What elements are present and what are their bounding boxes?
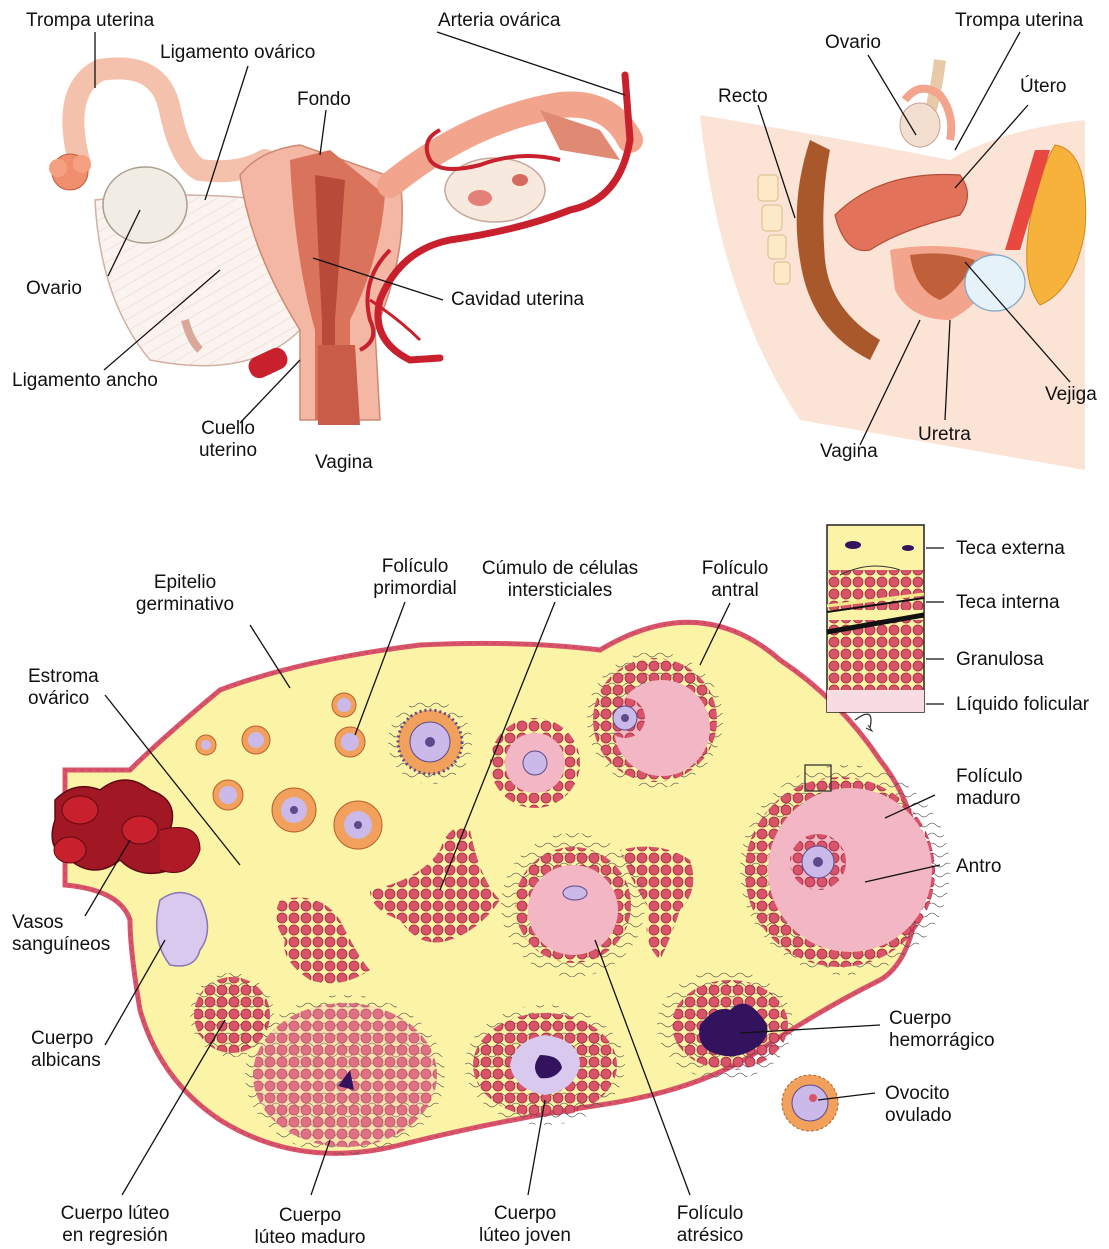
label-recto: Recto — [718, 86, 768, 108]
label-cl-regresion: Cuerpo lúteo en regresión — [40, 1203, 190, 1247]
label-vasos-sanguineos: Vasos sanguíneos — [12, 912, 110, 956]
label-epitelio-line2: germinativo — [130, 594, 240, 616]
label-cavidad-uterina: Cavidad uterina — [451, 289, 584, 311]
label-arteria-ovarica: Arteria ovárica — [438, 10, 561, 32]
label-regresion-line1: Cuerpo lúteo — [40, 1203, 190, 1225]
label-vagina-1: Vagina — [315, 452, 373, 474]
label-vasos-line1: Vasos — [12, 912, 110, 934]
label-cl-joven-line2: lúteo joven — [460, 1225, 590, 1247]
label-cumulo-line1: Cúmulo de células — [470, 558, 650, 580]
sagittal-illustration — [700, 60, 1086, 470]
label-cl-joven-line1: Cuerpo — [460, 1203, 590, 1225]
atretic-follicle — [501, 833, 645, 977]
label-atresico-line1: Folículo — [655, 1203, 765, 1225]
label-vasos-line2: sanguíneos — [12, 934, 110, 956]
label-ovario-1: Ovario — [26, 278, 82, 300]
label-liquido-folicular: Líquido folicular — [956, 694, 1089, 716]
label-estroma-ovarico: Estroma ovárico — [28, 666, 99, 710]
label-foliculo-atresico: Folículo atrésico — [655, 1203, 765, 1247]
label-maduro-line1: Folículo — [956, 766, 1023, 788]
label-hemorragico-line1: Cuerpo — [889, 1008, 995, 1030]
label-trompa-uterina-1: Trompa uterina — [26, 10, 154, 32]
antral-follicle — [587, 652, 723, 788]
label-cl-maduro-line1: Cuerpo — [240, 1205, 380, 1227]
label-cumulo: Cúmulo de células intersticiales — [470, 558, 650, 602]
label-cuello-uterino: Cuello uterino — [188, 418, 268, 462]
label-cl-maduro: Cuerpo lúteo maduro — [240, 1205, 380, 1249]
label-utero: Útero — [1020, 76, 1066, 98]
corpus-luteum-young — [465, 1005, 625, 1125]
label-antro: Antro — [956, 856, 1001, 878]
corpus-luteum-mature — [245, 995, 445, 1155]
label-cl-maduro-line2: lúteo maduro — [240, 1227, 380, 1249]
label-foliculo-maduro: Folículo maduro — [956, 766, 1023, 810]
label-teca-externa: Teca externa — [956, 538, 1065, 560]
label-ligamento-ovarico: Ligamento ovárico — [160, 42, 315, 64]
label-teca-interna: Teca interna — [956, 592, 1060, 614]
label-albicans-line1: Cuerpo — [31, 1028, 101, 1050]
secondary-follicle — [388, 700, 472, 784]
label-epitelio-germinativo: Epitelio germinativo — [130, 572, 240, 616]
label-vagina-2: Vagina — [820, 441, 878, 463]
label-regresion-line2: en regresión — [40, 1225, 190, 1247]
label-primordial-line2: primordial — [360, 578, 470, 600]
label-foliculo-primordial: Folículo primordial — [360, 556, 470, 600]
label-foliculo-antral: Folículo antral — [690, 558, 780, 602]
ovary-cross-section — [52, 622, 950, 1155]
label-cl-joven: Cuerpo lúteo joven — [460, 1203, 590, 1247]
label-ovocito-line1: Ovocito — [885, 1083, 952, 1105]
label-estroma-line1: Estroma — [28, 666, 99, 688]
label-ovocito-ovulado: Ovocito ovulado — [885, 1083, 952, 1127]
label-vejiga: Vejiga — [1045, 384, 1097, 406]
label-granulosa: Granulosa — [956, 649, 1044, 671]
label-ligamento-ancho: Ligamento ancho — [12, 370, 158, 392]
label-atresico-line2: atrésico — [655, 1225, 765, 1247]
ovary-shape — [103, 167, 187, 243]
follicle-wall-inset — [827, 525, 924, 731]
ovulated-oocyte — [782, 1075, 838, 1131]
label-antral-line1: Folículo — [690, 558, 780, 580]
label-cuello-line2: uterino — [188, 440, 268, 462]
label-ovocito-line2: ovulado — [885, 1105, 952, 1127]
corpus-hemorrhagicum — [657, 970, 793, 1080]
label-antral-line2: antral — [690, 580, 780, 602]
label-hemorragico-line2: hemorrágico — [889, 1030, 995, 1052]
label-fondo: Fondo — [297, 89, 351, 111]
label-cuello-line1: Cuello — [188, 418, 268, 440]
label-primordial-line1: Folículo — [360, 556, 470, 578]
label-ovario-2: Ovario — [825, 32, 881, 54]
fimbriae — [49, 154, 91, 190]
label-albicans-line2: albicans — [31, 1050, 101, 1072]
label-cumulo-line2: intersticiales — [470, 580, 650, 602]
label-trompa-uterina-2: Trompa uterina — [955, 10, 1083, 32]
label-estroma-line2: ovárico — [28, 688, 99, 710]
label-uretra: Uretra — [918, 424, 971, 446]
label-cuerpo-albicans: Cuerpo albicans — [31, 1028, 101, 1072]
label-epitelio-line1: Epitelio — [130, 572, 240, 594]
label-maduro-line2: maduro — [956, 788, 1023, 810]
label-cuerpo-hemorragico: Cuerpo hemorrágico — [889, 1008, 995, 1052]
